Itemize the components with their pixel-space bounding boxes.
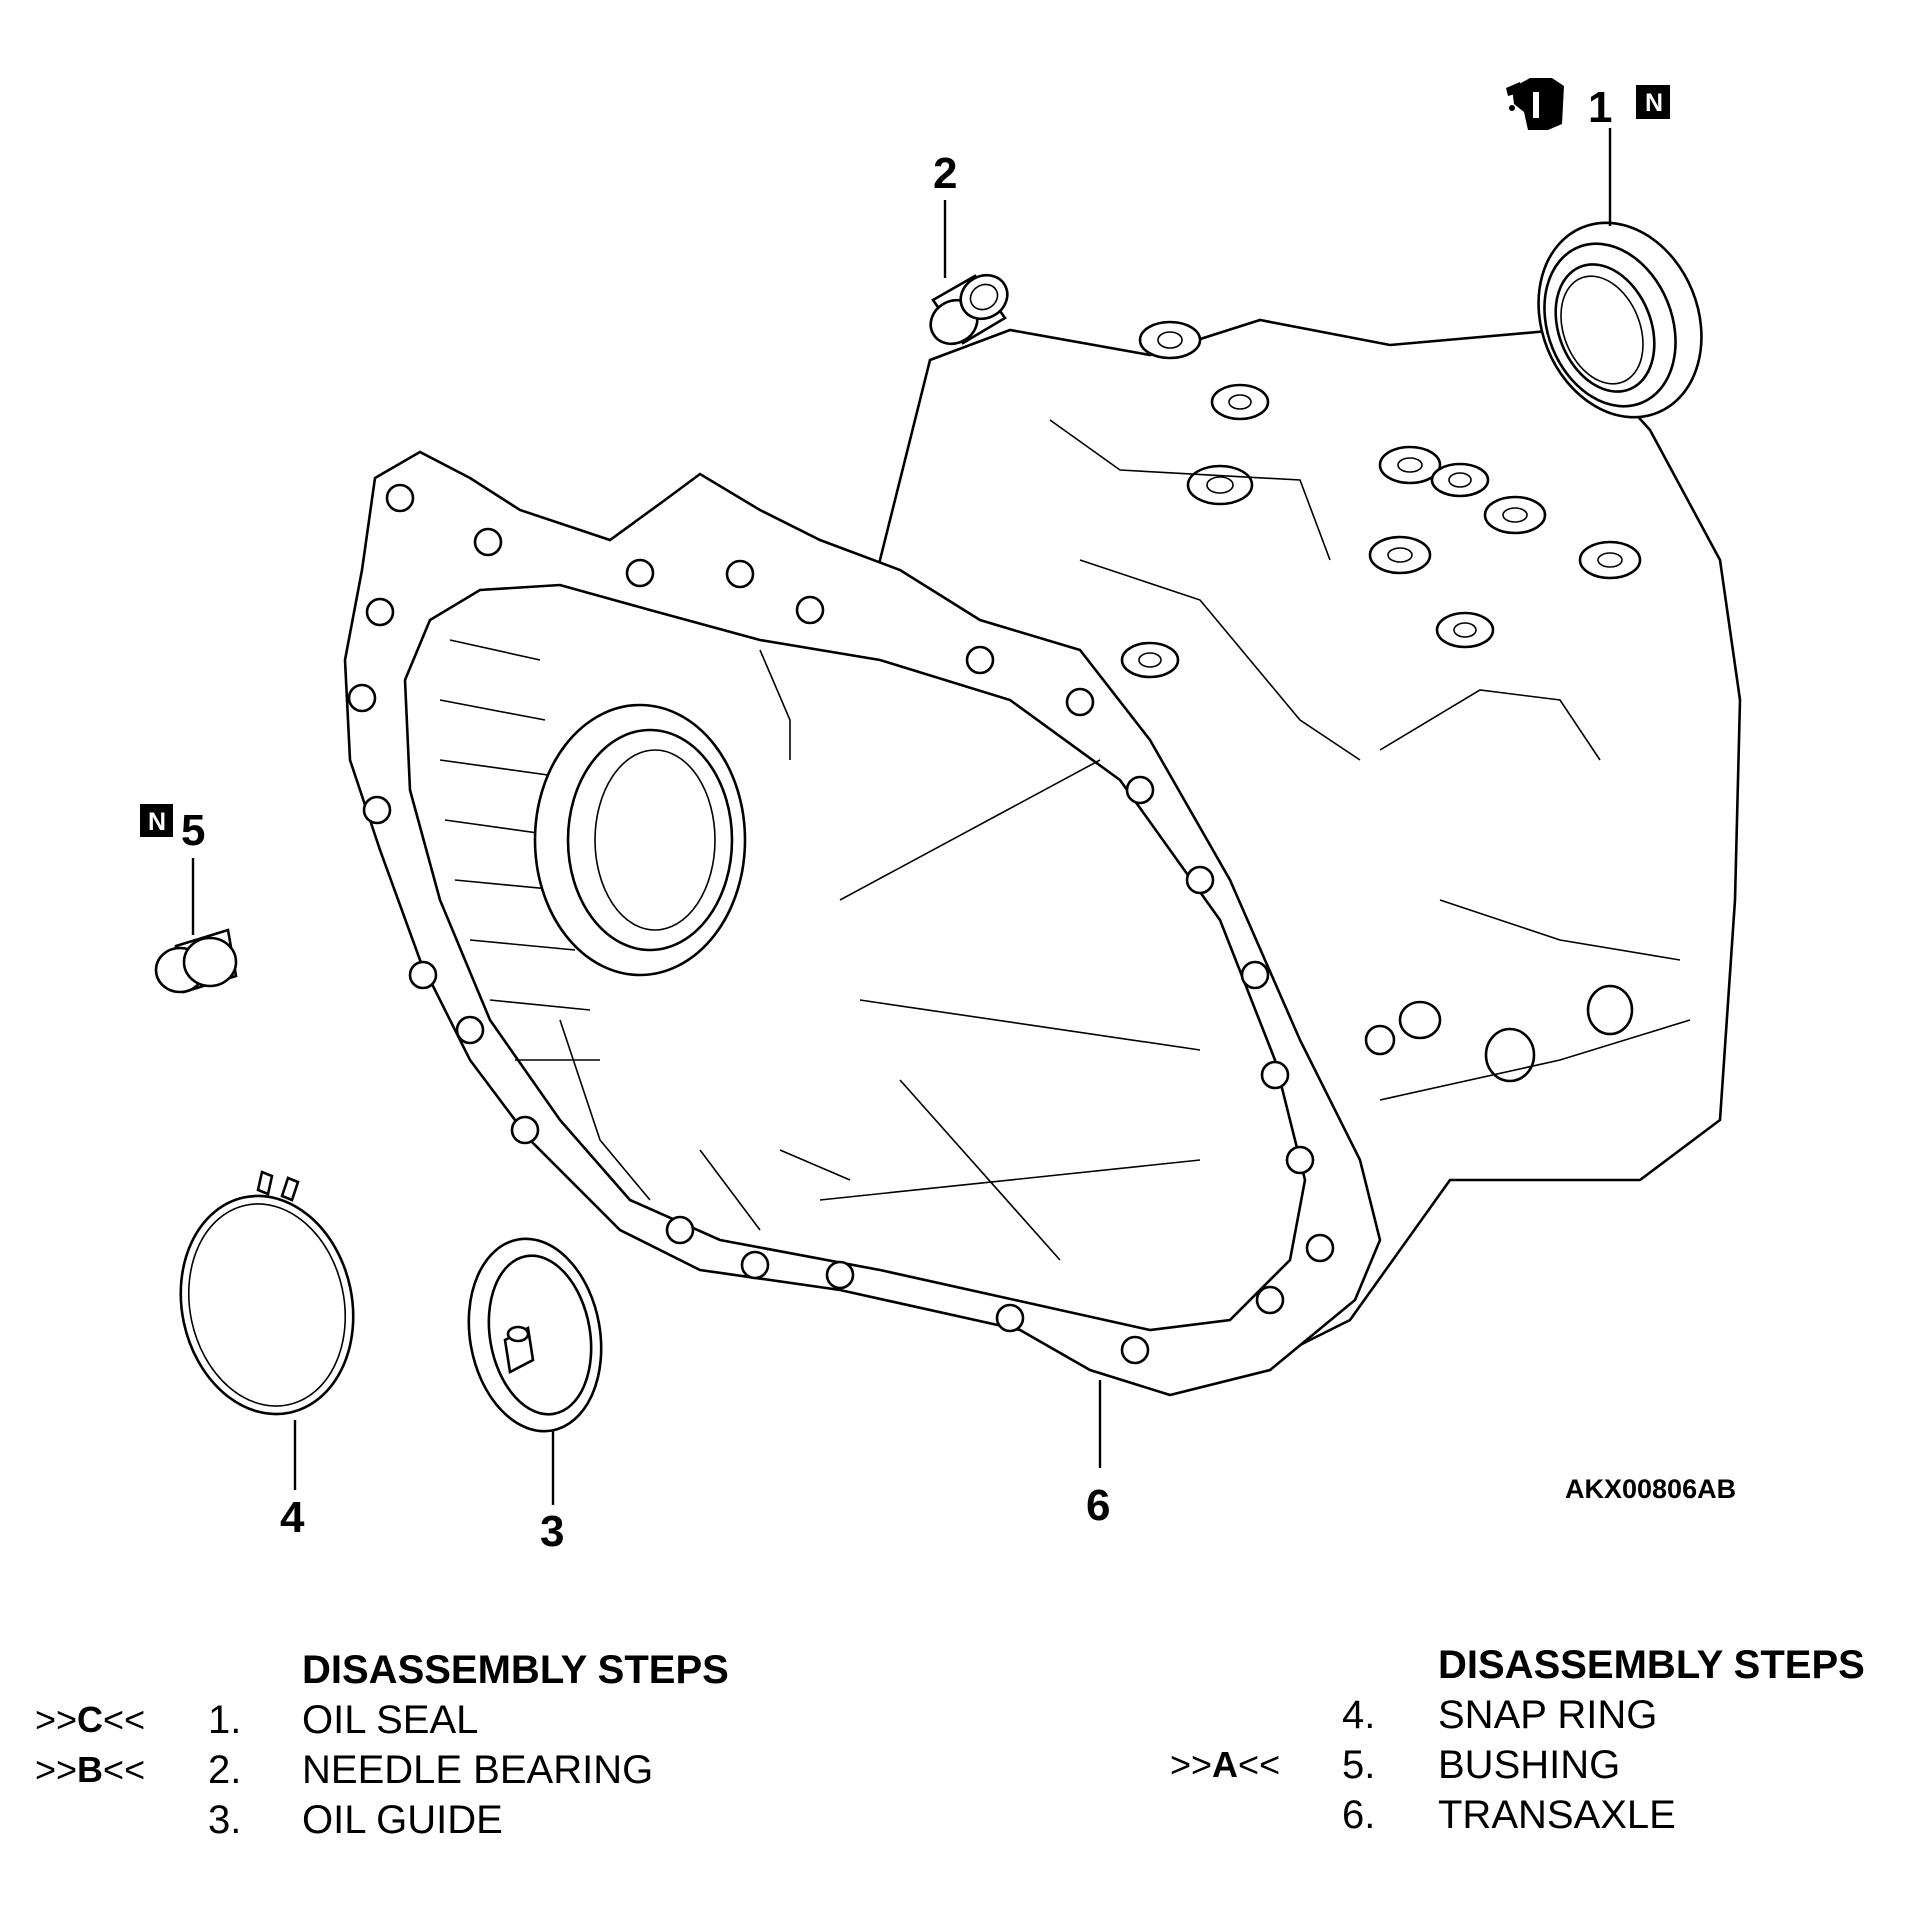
- exploded-view-diagram: 1 N 2 N 5 4 3 6 AKX00806AB: [140, 78, 1742, 1556]
- step-name: BUSHING: [1438, 1743, 1621, 1787]
- steps-right-heading: DISASSEMBLY STEPS: [1438, 1643, 1865, 1687]
- step-row: >>C<< 1. OIL SEAL: [0, 1695, 900, 1745]
- figure-code: AKX00806AB: [1565, 1474, 1736, 1504]
- step-row: 4. SNAP RING: [1160, 1690, 1900, 1740]
- oil-guide: [467, 1237, 603, 1505]
- transaxle-case: [343, 318, 1742, 1468]
- callout-5: 5: [181, 806, 205, 855]
- callout-2: 2: [933, 149, 957, 198]
- step-row: 3. OIL GUIDE: [0, 1795, 900, 1845]
- step-number: 2.: [208, 1748, 242, 1792]
- step-row: 6. TRANSAXLE: [1160, 1790, 1900, 1840]
- step-name: NEEDLE BEARING: [302, 1748, 654, 1792]
- callout-1: 1: [1588, 83, 1612, 132]
- step-number: 6.: [1342, 1793, 1376, 1837]
- step-name: SNAP RING: [1438, 1693, 1658, 1737]
- oil-seal: [1537, 128, 1703, 419]
- snap-ring: [179, 1170, 355, 1490]
- bushing: [154, 858, 238, 994]
- steps-right: DISASSEMBLY STEPS 4. SNAP RING >>A<< 5. …: [1160, 1640, 1900, 1870]
- step-name: OIL GUIDE: [302, 1798, 503, 1842]
- callout-4: 4: [280, 1493, 305, 1542]
- new-part-badge-icon: N: [140, 804, 173, 837]
- step-number: 1.: [208, 1698, 242, 1742]
- oil-can-icon: [1506, 78, 1564, 130]
- step-mark: >>B<<: [35, 1749, 146, 1790]
- svg-text:N: N: [1645, 89, 1663, 117]
- needle-bearing: [929, 200, 1009, 346]
- steps-left-heading: DISASSEMBLY STEPS: [302, 1648, 729, 1692]
- svg-text:N: N: [148, 808, 166, 836]
- step-row: >>A<< 5. BUSHING: [1160, 1740, 1900, 1790]
- step-number: 4.: [1342, 1693, 1376, 1737]
- step-name: TRANSAXLE: [1438, 1793, 1676, 1837]
- step-row: >>B<< 2. NEEDLE BEARING: [0, 1745, 900, 1795]
- step-number: 3.: [208, 1798, 242, 1842]
- step-name: OIL SEAL: [302, 1698, 479, 1742]
- step-mark: >>C<<: [35, 1699, 146, 1740]
- step-mark: >>A<<: [1170, 1744, 1281, 1785]
- callout-3: 3: [540, 1507, 564, 1556]
- new-part-badge-icon: N: [1636, 85, 1670, 119]
- step-number: 5.: [1342, 1743, 1376, 1787]
- callout-6: 6: [1086, 1481, 1110, 1530]
- flange-bolt-holes: [347, 483, 1335, 1365]
- steps-left: DISASSEMBLY STEPS >>C<< 1. OIL SEAL >>B<…: [0, 1645, 900, 1875]
